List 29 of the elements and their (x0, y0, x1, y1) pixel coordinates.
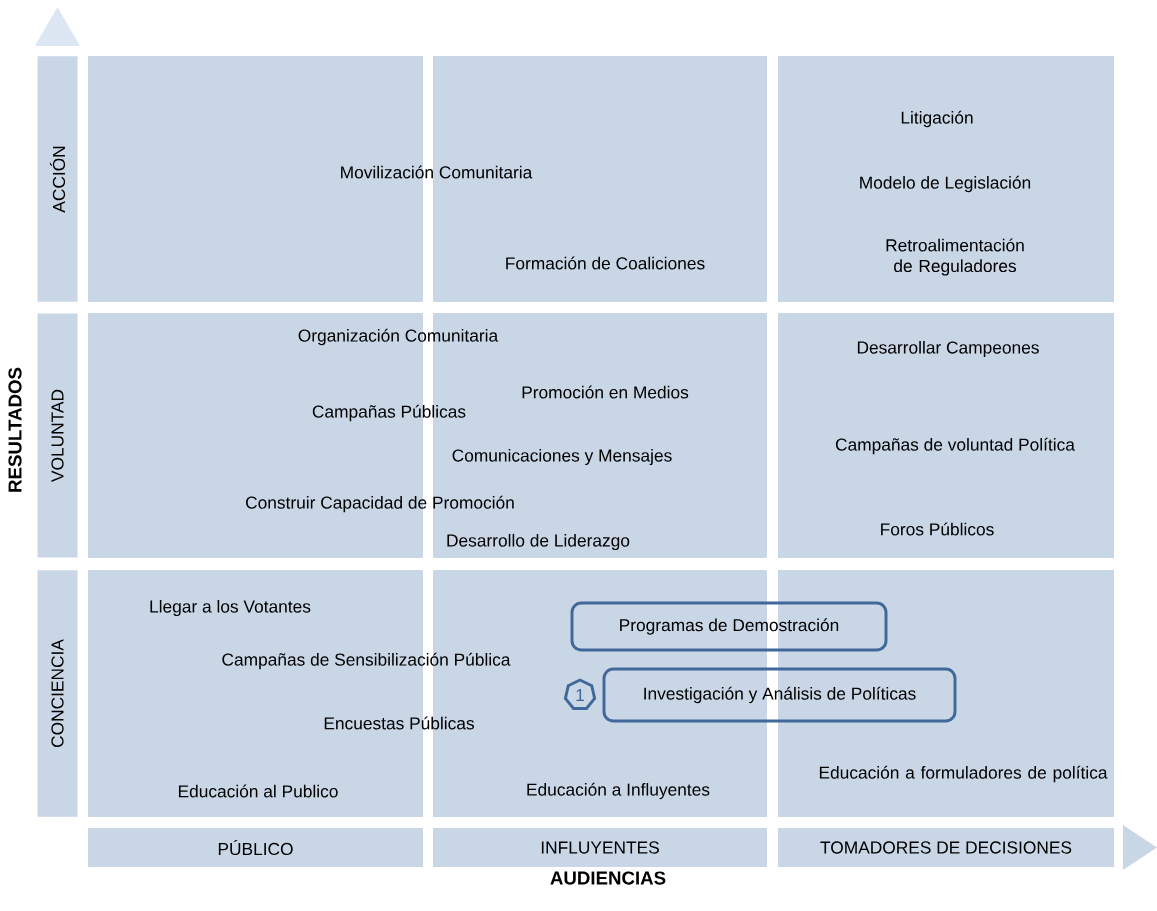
item-text: Comunicaciones y Mensajes (452, 448, 672, 466)
row-header: ACCIÓN (37, 56, 78, 302)
item-text: Formación de Coaliciones (506, 256, 705, 270)
item-text: Encuestas Públicas (324, 716, 474, 730)
row-header: CONCIENCIA (37, 570, 78, 817)
item-text: Educación a formuladores de política (819, 765, 1108, 783)
item-text: Desarrollar Campeones (857, 340, 1039, 358)
item-text: Educación al Publico (178, 784, 338, 798)
item-text: Litigación (901, 110, 973, 128)
column-header: INFLUYENTES (433, 828, 767, 867)
item-text: Campañas de Sensibilización Pública (222, 652, 511, 670)
item-text: Campañas Públicas (312, 404, 466, 422)
column-header: TOMADORES DE DECISIONES (778, 828, 1114, 867)
item-text: Foros Públicos (881, 522, 994, 536)
item-text: Educación a Influyentes (527, 782, 710, 800)
item-text: Desarrollo de Liderazgo (447, 533, 630, 551)
highlight-box: Investigación y Análisis de Políticas (602, 667, 957, 723)
item-text: Llegar a los Votantes (150, 599, 311, 617)
item-text: Organización Comunitaria (298, 328, 499, 346)
item-text: Promoción en Medios (522, 385, 689, 399)
item-text: Retroalimentación de Reguladores (886, 238, 1024, 276)
row-header: VOLUNTAD (37, 313, 78, 558)
highlight-box: Programas de Demostración (570, 601, 888, 652)
item-text: Modelo de Legislación (860, 175, 1031, 193)
item-text: Movilización Comunitaria (341, 165, 533, 179)
item-text: Construir Capacidad de Promoción (246, 495, 514, 513)
column-header: PÚBLICO (88, 828, 423, 867)
callout-number: 1 (563, 678, 597, 710)
item-text: Campañas de voluntad Política (835, 437, 1075, 455)
